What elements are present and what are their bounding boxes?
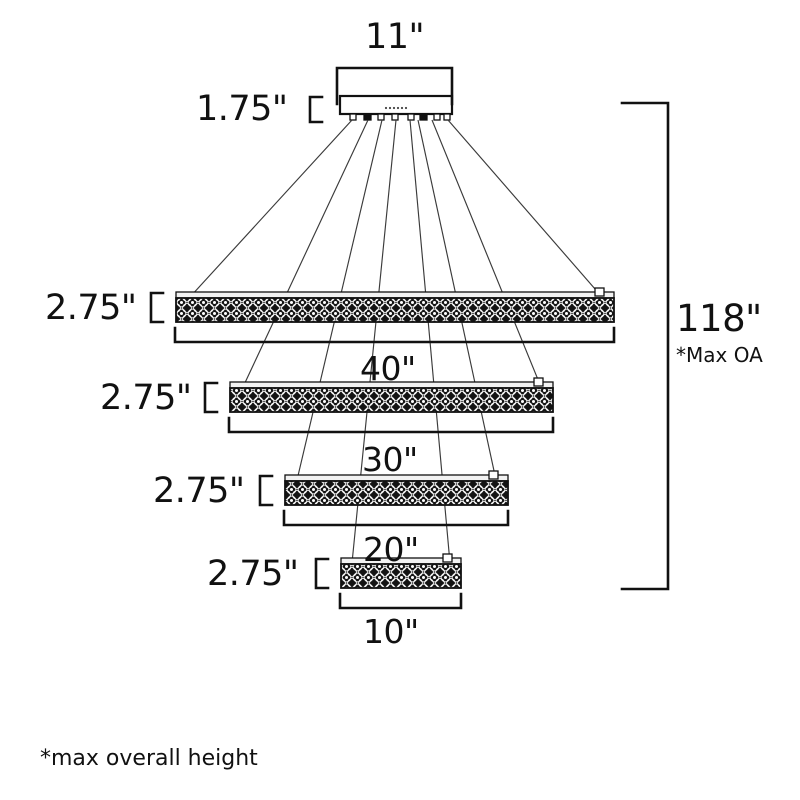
bracket-canopy-height [308, 95, 324, 124]
tier-2-cable-mount [533, 377, 544, 387]
tier-2-bar [229, 377, 554, 413]
bracket-tier4-width [338, 592, 463, 610]
cable-tier1-left [189, 119, 353, 298]
tier-4-bar [340, 553, 462, 589]
tier-1-cable-mount [594, 287, 605, 297]
cable-tier1-right [447, 119, 603, 298]
bracket-tier2-height [203, 381, 219, 414]
bracket-tier4-height [314, 557, 330, 590]
bracket-tier2-width [227, 416, 555, 434]
bracket-tier1-height [149, 291, 165, 324]
label-tier3-width: 20" [363, 530, 419, 569]
canopy-vent-dots [384, 106, 408, 110]
bracket-tier1-width [173, 326, 616, 344]
label-tier1-width: 40" [360, 349, 416, 388]
label-tier3-height: 2.75" [153, 471, 245, 511]
label-canopy-width: 11" [365, 17, 425, 57]
tier-3-crystal-band [284, 480, 509, 506]
tier-2-crystal-band [229, 387, 554, 413]
label-tier2-width: 30" [362, 440, 418, 479]
label-tier4-width: 10" [363, 612, 419, 651]
bracket-overall-height [620, 101, 670, 591]
label-overall-height: 118" [676, 297, 762, 340]
cable-tier2-right [431, 119, 542, 388]
bracket-tier3-height [258, 474, 274, 507]
label-tier4-height: 2.75" [207, 554, 299, 594]
tier-4-crystal-band [340, 563, 462, 589]
bracket-canopy-width [335, 66, 454, 106]
canopy-plate [338, 94, 454, 116]
canopy-assembly [338, 94, 454, 121]
label-tier1-height: 2.75" [45, 288, 137, 328]
canopy-cable-nubs [349, 113, 451, 121]
cable-tier2-left [242, 119, 369, 388]
tier-4-cable-mount [442, 553, 453, 563]
tier-3-cable-mount [488, 470, 499, 480]
label-canopy-height: 1.75" [196, 89, 288, 129]
tier-1-bar [175, 287, 615, 323]
footnote-max-overall-height: *max overall height [40, 746, 258, 771]
tier-3-bar [284, 470, 509, 506]
label-overall-height-note: *Max OA [676, 343, 763, 367]
tier-1-crystal-band [175, 297, 615, 323]
label-tier2-height: 2.75" [100, 378, 192, 418]
bracket-tier3-width [282, 509, 510, 527]
